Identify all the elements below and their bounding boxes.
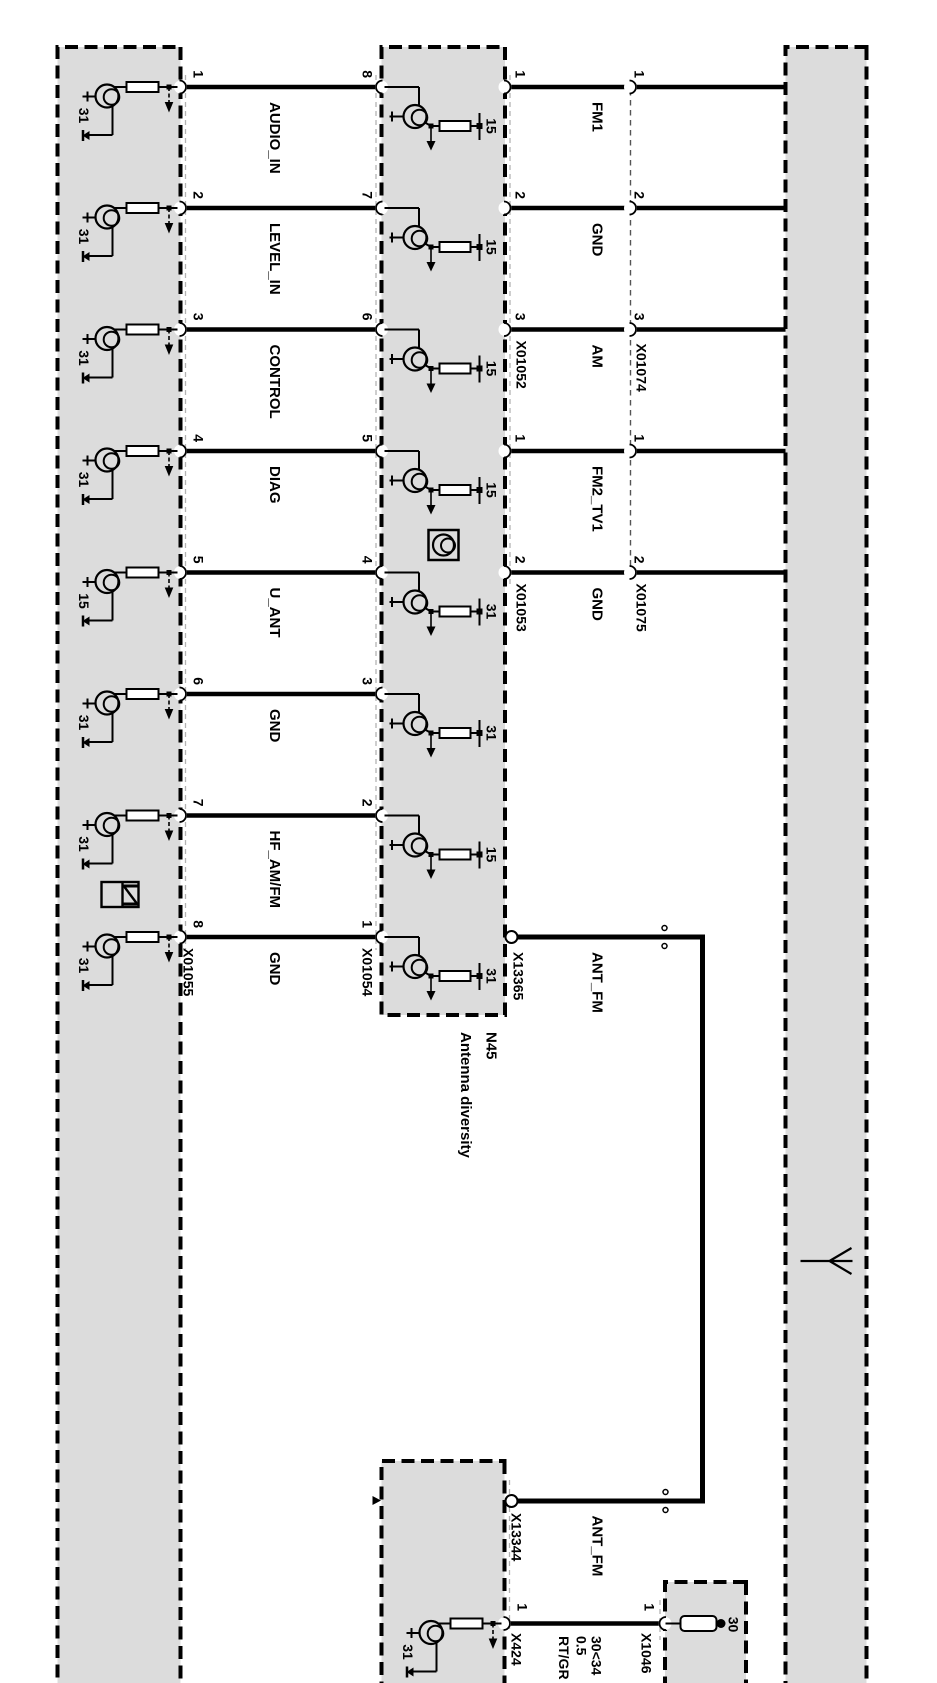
svg-text:31: 31 [484,725,500,741]
svg-text:X01055: X01055 [181,948,197,996]
svg-text:FM1: FM1 [589,102,606,132]
svg-text:8: 8 [191,920,207,928]
svg-text:31: 31 [76,350,92,366]
svg-text:2: 2 [360,799,376,807]
svg-text:1: 1 [632,70,648,78]
svg-text:X1046: X1046 [639,1633,655,1674]
svg-text:15: 15 [484,361,500,377]
svg-text:HF_AM/FM: HF_AM/FM [266,831,283,909]
svg-text:5: 5 [360,434,376,442]
svg-text:31: 31 [76,472,92,488]
svg-text:6: 6 [191,677,207,685]
svg-text:2: 2 [632,556,648,564]
svg-text:3: 3 [191,313,207,321]
svg-text:4: 4 [191,434,207,442]
svg-text:6: 6 [360,313,376,321]
svg-text:30: 30 [726,1617,742,1633]
svg-text:3: 3 [513,313,529,321]
svg-text:1: 1 [642,1603,658,1611]
svg-text:X13365: X13365 [511,952,527,1000]
svg-text:31: 31 [484,604,500,620]
svg-text:CONTROL: CONTROL [266,345,283,419]
svg-text:15: 15 [484,118,500,134]
svg-text:31: 31 [76,715,92,731]
svg-text:15: 15 [484,239,500,255]
svg-text:5: 5 [191,556,207,564]
svg-text:31: 31 [76,229,92,245]
svg-text:X424: X424 [509,1633,525,1666]
svg-text:31: 31 [400,1644,416,1660]
svg-text:4: 4 [360,556,376,564]
svg-text:1: 1 [191,70,207,78]
svg-text:GND: GND [589,223,606,257]
svg-text:30<34: 30<34 [589,1636,605,1676]
svg-text:GND: GND [266,709,283,743]
svg-text:7: 7 [191,799,207,807]
svg-text:AM: AM [589,345,606,368]
svg-text:2: 2 [513,191,529,199]
svg-text:1: 1 [513,434,529,442]
svg-text:15: 15 [76,593,92,609]
svg-text:X01075: X01075 [634,584,650,632]
svg-text:31: 31 [76,836,92,852]
svg-text:1: 1 [513,70,529,78]
svg-text:3: 3 [632,313,648,321]
svg-text:3: 3 [360,677,376,685]
svg-text:1: 1 [515,1603,531,1611]
svg-text:X01052: X01052 [514,341,530,389]
svg-text:GND: GND [589,588,606,622]
svg-text:AUDIO_IN: AUDIO_IN [266,102,283,174]
svg-text:8: 8 [360,70,376,78]
svg-text:2: 2 [191,191,207,199]
svg-text:N45: N45 [483,1032,500,1060]
svg-text:LEVEL_IN: LEVEL_IN [266,223,283,295]
svg-text:31: 31 [76,108,92,124]
svg-text:DIAG: DIAG [266,466,283,504]
svg-text:X01054: X01054 [360,948,376,996]
svg-text:1: 1 [632,434,648,442]
svg-text:RT/GR: RT/GR [556,1636,572,1680]
svg-text:ANT_FM: ANT_FM [589,952,606,1013]
svg-text:ANT_FM: ANT_FM [589,1516,606,1577]
svg-text:31: 31 [484,968,500,984]
svg-text:X13344: X13344 [509,1513,525,1561]
svg-text:2: 2 [632,191,648,199]
svg-text:GND: GND [266,952,283,986]
svg-text:15: 15 [484,482,500,498]
svg-text:X01053: X01053 [514,584,530,632]
svg-text:0.5: 0.5 [574,1636,590,1656]
svg-text:U_ANT: U_ANT [266,588,283,638]
svg-text:1: 1 [360,920,376,928]
svg-text:7: 7 [360,191,376,199]
svg-text:X01074: X01074 [634,344,650,392]
svg-text:31: 31 [76,958,92,974]
svg-text:Antenna diversity: Antenna diversity [457,1032,474,1159]
svg-text:FM2_TV1: FM2_TV1 [589,466,606,532]
svg-text:2: 2 [513,556,529,564]
svg-text:15: 15 [484,847,500,863]
